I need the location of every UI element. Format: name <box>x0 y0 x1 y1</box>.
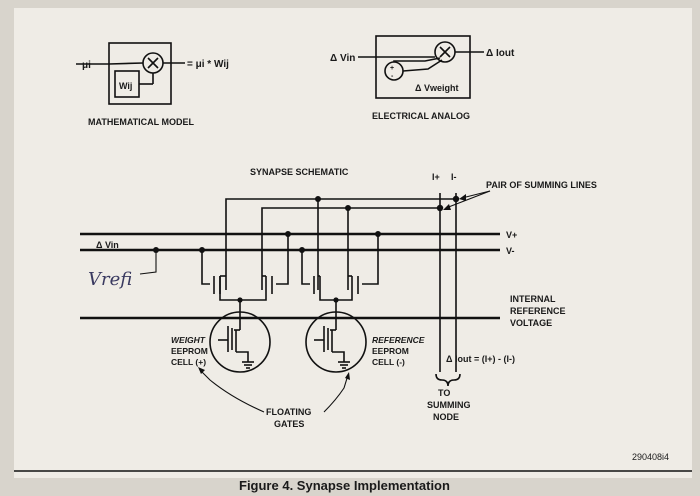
reference-eeprom-cell <box>305 311 367 373</box>
electrical-analog: + - Δ Vin Δ Iout Δ Vweight ELECTRICAL AN… <box>330 35 515 121</box>
vin-label: Δ Vin <box>96 240 119 250</box>
floating-gate-pointer-2 <box>323 374 349 413</box>
math-model-caption: MATHEMATICAL MODEL <box>88 117 194 127</box>
to-label-1: TO <box>438 388 450 398</box>
mathematical-model: μi Wij = μi * Wij MATHEMATICAL MODEL <box>76 42 229 127</box>
figure-caption: Figure 4. Synapse Implementation <box>239 478 450 493</box>
analog-input-label: Δ Vin <box>330 53 355 64</box>
internal-ref-label-2: REFERENCE <box>510 306 566 316</box>
part-number: 290408i4 <box>632 452 669 462</box>
ref-cell-label-1: REFERENCE <box>372 335 425 345</box>
floating-gate-pointer-1 <box>199 369 265 413</box>
floating-gates-label-2: GATES <box>274 419 304 429</box>
math-input-label: μi <box>82 60 91 71</box>
handwritten-pointer <box>139 252 157 275</box>
ref-cell-label-3: CELL (-) <box>372 357 405 367</box>
weight-cell-label-2: EEPROM <box>171 346 208 356</box>
analog-weight-label: Δ Vweight <box>415 83 458 93</box>
wire-weight-to-iminus <box>225 198 456 290</box>
iplus-label: I+ <box>432 172 440 182</box>
analog-multiply-icon <box>439 46 451 58</box>
handwritten-note: Vrefi <box>88 269 132 290</box>
weight-cell-label-1: WEIGHT <box>171 335 206 345</box>
vplus-label: V+ <box>506 230 517 240</box>
summing-arrow-1 <box>461 190 491 199</box>
ref-cell-label-2: EEPROM <box>372 346 409 356</box>
analog-output-label: Δ Iout <box>486 48 515 59</box>
floating-gates-label-1: FLOATING <box>266 407 311 417</box>
wire-weight-to-iplus <box>261 207 440 290</box>
weight-eeprom-cell <box>209 311 271 373</box>
synapse-schematic: SYNAPSE SCHEMATIC I+ I- PAIR OF SUMMING … <box>80 167 669 462</box>
iminus-label: I- <box>451 172 457 182</box>
weight-cell-label-3: CELL (+) <box>171 357 206 367</box>
to-label-3: NODE <box>433 412 459 422</box>
analog-box <box>375 35 471 99</box>
svg-text:-: - <box>391 73 394 80</box>
math-output-label: = μi * Wij <box>187 59 229 70</box>
summing-lines-label: PAIR OF SUMMING LINES <box>486 180 597 190</box>
schematic-title: SYNAPSE SCHEMATIC <box>250 167 349 177</box>
weight-label: Wij <box>119 81 132 91</box>
summing-brace <box>435 373 461 387</box>
math-model-box <box>108 42 172 105</box>
iout-equation: Δ Iout = (I+) - (I-) <box>446 354 515 364</box>
vminus-label: V- <box>506 246 515 256</box>
to-label-2: SUMMING <box>427 400 471 410</box>
svg-text:+: + <box>390 65 394 72</box>
multiply-icon <box>147 57 159 69</box>
internal-ref-label-3: VOLTAGE <box>510 318 552 328</box>
internal-ref-label-1: INTERNAL <box>510 294 556 304</box>
analog-caption: ELECTRICAL ANALOG <box>372 111 470 121</box>
